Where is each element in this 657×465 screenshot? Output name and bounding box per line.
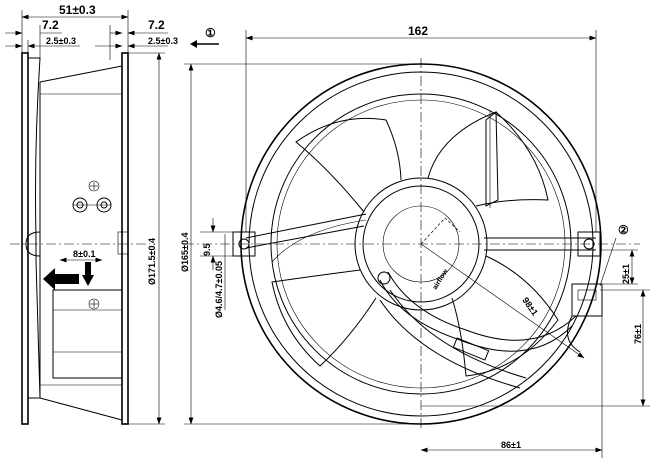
side-view: [10, 52, 150, 425]
dim-hole-diameter: Ø4.6/4.7±0.05: [214, 261, 224, 318]
view-direction-callout: ①: [205, 26, 216, 40]
dim-hole-offset: 9.5: [202, 243, 212, 256]
dim-radius: 98±1: [520, 295, 540, 317]
dim-overall-depth: 51±0.3: [59, 3, 96, 17]
front-view: airflow: [184, 58, 640, 430]
dim-frame-height: Ø171.5±0.4: [147, 238, 157, 285]
front-view-dimensions: 162 Ø165±0.4 9.5 Ø4.6/4.7±0.05 98±1 ② 25…: [180, 24, 650, 458]
dim-terminal-offset: 8±0.1: [73, 249, 95, 259]
dim-lead-width: 86±1: [501, 440, 521, 450]
dim-flange-thickness-right: 2.5±0.3: [148, 36, 178, 46]
dim-flange-left: 7.2: [42, 18, 59, 32]
dim-lead-height: 76±1: [633, 324, 643, 344]
dim-lead-offset: 25±1: [621, 264, 631, 284]
dim-flange-right: 7.2: [148, 18, 165, 32]
side-view-dimensions: 51±0.3 7.2 2.5±0.3 7.2 2.5±0.3 Ø171.5±0.…: [5, 3, 178, 425]
dim-flange-width: 162: [408, 24, 428, 38]
connector-callout: ②: [618, 223, 629, 237]
dim-mounting-circle: Ø165±0.4: [180, 233, 190, 272]
dim-flange-thickness-left: 2.5±0.3: [46, 36, 76, 46]
view-direction-marker: ①: [190, 26, 219, 48]
